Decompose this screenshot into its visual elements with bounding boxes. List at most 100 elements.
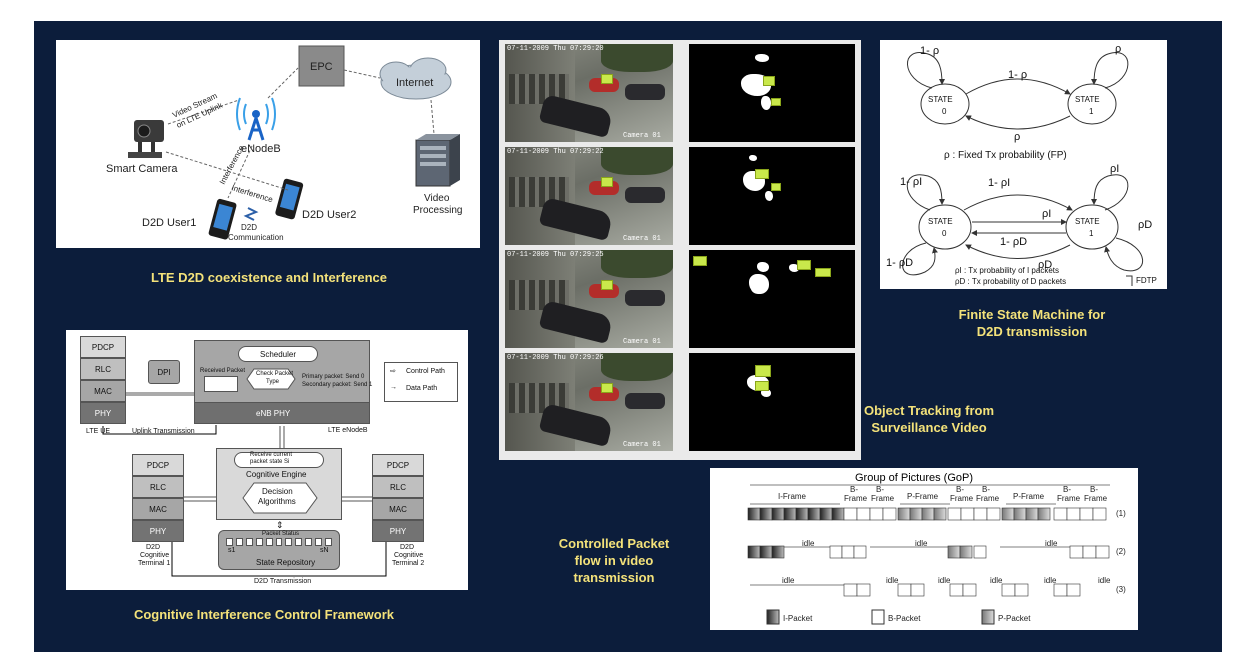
d2d-user1-phone-icon (208, 198, 237, 240)
fsm-fp-note: ρ : Fixed Tx probability (FP) (944, 150, 1067, 161)
check-packet-hexagon (246, 368, 296, 390)
b-packet (1014, 583, 1029, 597)
packet-status-label: Packet Status (262, 531, 300, 537)
gop-b3-a: B- (956, 485, 964, 494)
b-packet (949, 583, 964, 597)
camera-id: Camera 01 (623, 338, 661, 346)
packet-status-cell (315, 538, 323, 546)
gop-row3-idle6: idle (1098, 576, 1111, 585)
check-packet-label-2: Type (266, 379, 280, 385)
i-packet (831, 507, 845, 521)
tracker-box (601, 280, 613, 290)
tree (601, 353, 673, 381)
gop-row3-label: (3) (1116, 585, 1126, 594)
t1-rlc: RLC (132, 476, 184, 498)
gop-b6-b: Frame (1084, 494, 1108, 503)
lte-ue-phy: PHY (80, 402, 126, 424)
enodeb-tower-icon (236, 97, 276, 141)
b-packet (1092, 507, 1107, 521)
camera-timestamp: 07-11-2009 Thu 07:29:25 (507, 251, 604, 259)
tracker-box (797, 260, 811, 270)
gop-b1-a: B- (850, 485, 858, 494)
packet-status-cell (275, 538, 283, 546)
i-packet (771, 507, 785, 521)
fsm-b-state1-num: 1 (1089, 229, 1094, 238)
foreground-mask-frame (689, 250, 855, 348)
p-packet (897, 507, 911, 521)
gop-packet-bars (747, 507, 1110, 597)
dpi-box: DPI (148, 360, 180, 384)
packet-status-cell (305, 538, 313, 546)
s1-label: s1 (228, 547, 236, 554)
gop-row2-idle1: idle (802, 539, 815, 548)
b-packet (1079, 507, 1094, 521)
tree (601, 44, 673, 72)
camera-id: Camera 01 (623, 132, 661, 140)
receive-state-label-1: Receive current (250, 452, 293, 458)
gop-b4-b: Frame (976, 494, 1000, 503)
packet-status-cell (285, 538, 293, 546)
gop-row2-label: (2) (1116, 547, 1126, 556)
p-packet (1013, 507, 1027, 521)
foreground-blob (765, 191, 773, 201)
fsm-b-self1-bot: ρD (1138, 219, 1152, 231)
gop-b2-b: Frame (871, 494, 895, 503)
scheduler-box: Scheduler (238, 346, 318, 362)
legend-control-path: Control Path (406, 368, 445, 375)
b-packet (1066, 507, 1081, 521)
foreground-blob (751, 284, 765, 294)
i-packet (771, 545, 785, 559)
b-packet (829, 545, 843, 559)
caption-lte-d2d: LTE D2D coexistence and Interference (150, 270, 387, 285)
fsm-note2: ρD : Tx probability of D packets (955, 277, 1066, 286)
fsm-top-self1: ρ (1115, 43, 1121, 55)
foreground-mask-frame (689, 147, 855, 245)
primary-packet-label: Primary packet: Send 0 (302, 374, 365, 380)
gop-b2-a: B- (876, 485, 884, 494)
b-packet (1095, 545, 1110, 559)
t2-phy: PHY (372, 520, 424, 542)
tracking-panel: 07-11-2009 Thu 07:29:20 Camera 01 07-11-… (499, 40, 861, 460)
packet-status-cell (325, 538, 332, 546)
bidirectional-arrow-icon: ⇕ (276, 520, 284, 530)
lte-ue-mac: MAC (80, 380, 126, 402)
tracker-box (755, 169, 769, 179)
tracker-box (693, 256, 707, 266)
i-packet (759, 507, 773, 521)
b-packet (960, 507, 975, 521)
legend-data-arrow-icon: → (390, 384, 397, 391)
d2d-comm-label-1: D2D (241, 223, 257, 232)
cognitive-arrows (102, 392, 387, 577)
camera-frame: 07-11-2009 Thu 07:29:22 Camera 01 (505, 147, 673, 245)
packet-status-cell (295, 538, 303, 546)
t1-pdcp: PDCP (132, 454, 184, 476)
camera-id: Camera 01 (623, 441, 661, 449)
gop-iframe-label: I-Frame (778, 492, 807, 501)
gop-row2-idle3: idle (1045, 539, 1058, 548)
video-processing-label-1: Video (424, 193, 450, 204)
packet-status-cell (255, 538, 263, 546)
uplink-label: Uplink Transmission (132, 428, 195, 435)
foreground-blob (761, 389, 771, 397)
b-packet (973, 545, 987, 559)
b-packet (947, 507, 962, 521)
tracker-box (755, 365, 771, 377)
b-packet (843, 583, 858, 597)
t1-label-3: Terminal 1 (138, 560, 171, 567)
gop-row1-label: (1) (1116, 509, 1126, 518)
t2-pdcp: PDCP (372, 454, 424, 476)
interference-label-1: Interference (218, 144, 246, 186)
gop-b1-b: Frame (844, 494, 868, 503)
packet-status-cell (265, 538, 273, 546)
fsm-top-state1: STATE (1075, 95, 1100, 104)
p-packet (909, 507, 923, 521)
fsm-top-state1-num: 1 (1089, 107, 1094, 116)
camera-timestamp: 07-11-2009 Thu 07:29:26 (507, 354, 604, 362)
b-packet (1053, 507, 1068, 521)
camera-frame: 07-11-2009 Thu 07:29:25 Camera 01 (505, 250, 673, 348)
i-packet (747, 545, 761, 559)
b-packet (910, 583, 925, 597)
t1-mac: MAC (132, 498, 184, 520)
lte-ue-label: LTE UE (86, 428, 110, 435)
fsm-b-state1: STATE (1075, 217, 1100, 226)
